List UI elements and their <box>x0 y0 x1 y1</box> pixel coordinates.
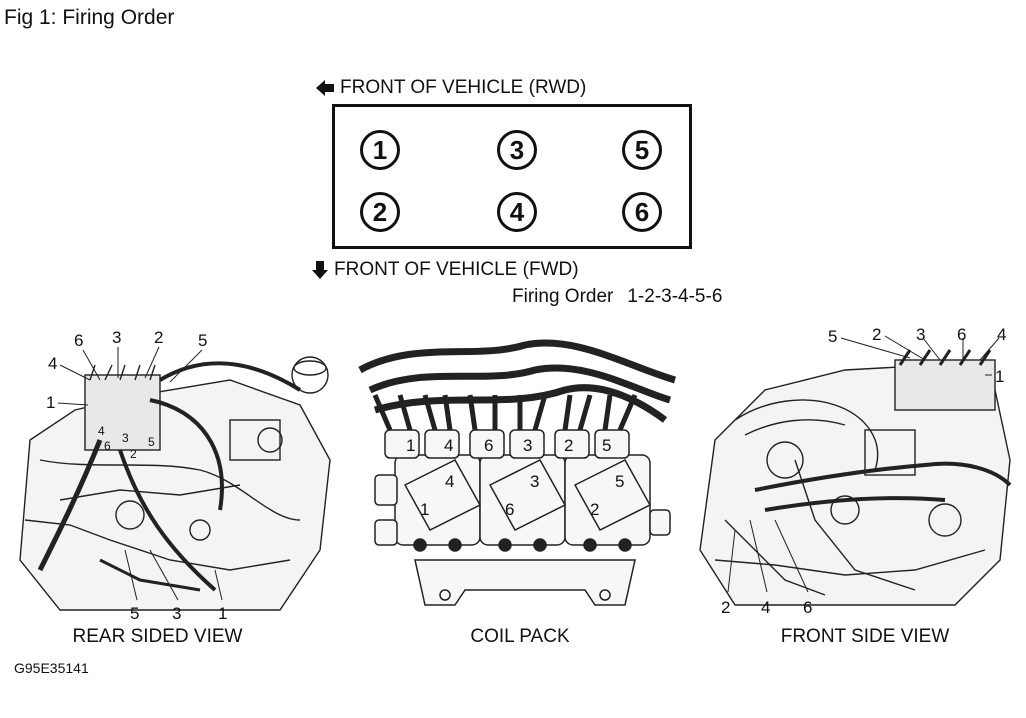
cylinder-4: 4 <box>497 192 537 232</box>
front-view-illustration: 5 2 3 6 4 1 2 4 6 <box>699 325 1012 617</box>
front-label-top-4: 4 <box>997 325 1006 344</box>
cylinder-3: 3 <box>497 130 537 170</box>
rear-label-top-2: 2 <box>154 328 163 347</box>
coil-tower-label-3: 3 <box>523 436 532 455</box>
left-arrow-icon <box>316 80 334 96</box>
rear-label-bottom-3: 3 <box>172 604 181 620</box>
firing-order-label: Firing Order <box>512 286 614 307</box>
coil-tower-label-1: 1 <box>406 436 415 455</box>
coil-pack-illustration: 1 4 6 3 2 5 4 1 3 6 5 2 <box>358 339 677 606</box>
rear-label-top-3: 3 <box>112 328 121 347</box>
front-label-top-3: 3 <box>916 325 925 344</box>
fwd-front-label: FRONT OF VEHICLE (FWD) <box>312 259 579 281</box>
rear-inner-label-3: 3 <box>122 431 129 445</box>
rear-inner-label-2: 2 <box>130 447 137 461</box>
front-label-bottom-2: 2 <box>721 598 730 617</box>
rear-label-top-4: 4 <box>48 354 57 373</box>
rear-inner-label-6: 6 <box>104 439 111 453</box>
coil-label-3: 3 <box>530 472 539 491</box>
rear-label-top-5: 5 <box>198 331 207 350</box>
figure-title: Fig 1: Firing Order <box>4 6 175 29</box>
coil-label-2: 2 <box>590 500 599 519</box>
coil-label-1: 1 <box>420 500 429 519</box>
front-label-top-5: 5 <box>828 327 837 346</box>
cylinder-1: 1 <box>360 130 400 170</box>
coil-tower-label-6: 6 <box>484 436 493 455</box>
rear-view-illustration: 6 3 2 5 4 1 5 3 1 4 6 3 2 5 <box>19 328 331 620</box>
cylinder-layout-box: 1 3 5 2 4 6 <box>332 104 692 249</box>
coil-label-6: 6 <box>505 500 514 519</box>
front-view-caption: FRONT SIDE VIEW <box>780 626 950 647</box>
coil-pack-caption: COIL PACK <box>470 626 570 647</box>
rwd-label-text: FRONT OF VEHICLE (RWD) <box>340 77 587 98</box>
front-label-bottom-6: 6 <box>803 598 812 617</box>
coil-tower-label-5: 5 <box>602 436 611 455</box>
cylinder-6: 6 <box>622 192 662 232</box>
coil-label-5: 5 <box>615 472 624 491</box>
rear-label-bottom-1: 1 <box>218 604 227 620</box>
rear-inner-label-4: 4 <box>98 424 105 438</box>
rear-label-top-6: 6 <box>74 331 83 350</box>
coil-tower-label-2: 2 <box>564 436 573 455</box>
front-label-top-2: 2 <box>872 325 881 344</box>
fwd-label-text: FRONT OF VEHICLE (FWD) <box>334 259 579 280</box>
rear-label-top-1: 1 <box>46 393 55 412</box>
figure-code: G95E35141 <box>14 660 89 676</box>
cylinder-5: 5 <box>622 130 662 170</box>
rear-label-bottom-5: 5 <box>130 604 139 620</box>
cylinder-2: 2 <box>360 192 400 232</box>
coil-tower-label-4: 4 <box>444 436 453 455</box>
front-label-top-6: 6 <box>957 325 966 344</box>
front-label-bottom-4: 4 <box>761 598 770 617</box>
rear-inner-label-5: 5 <box>148 435 155 449</box>
coil-label-4: 4 <box>445 472 454 491</box>
firing-order-line: Firing Order 1-2-3-4-5-6 <box>512 286 722 308</box>
rwd-front-label: FRONT OF VEHICLE (RWD) <box>316 77 586 99</box>
front-label-top-1: 1 <box>995 367 1004 386</box>
firing-order-value: 1-2-3-4-5-6 <box>627 286 723 307</box>
rear-view-caption: REAR SIDED VIEW <box>72 626 243 647</box>
down-arrow-icon <box>312 261 328 279</box>
